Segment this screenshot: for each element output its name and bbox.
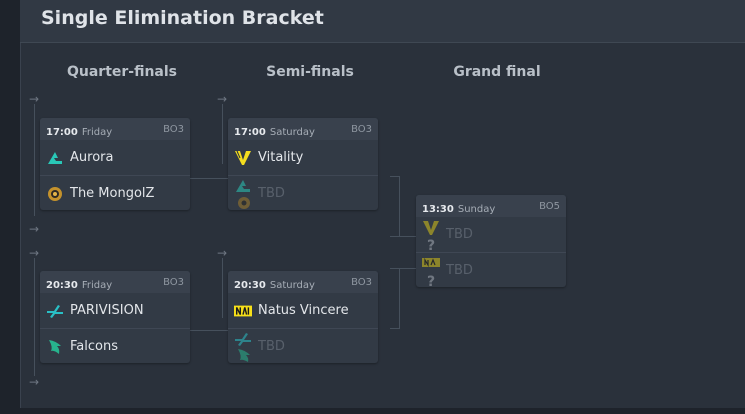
match-day: Saturday — [269, 126, 315, 138]
connector-line — [190, 178, 230, 179]
tbd-aurora-mongolz-icon — [234, 178, 252, 210]
connector-line — [390, 268, 400, 329]
match-format: BO5 — [539, 200, 560, 212]
team-row[interactable]: ? TBD — [416, 217, 566, 254]
team-row[interactable]: The MongolZ — [40, 175, 190, 210]
svg-text:?: ? — [427, 238, 435, 251]
match-time: 17:00 — [46, 126, 78, 138]
connector-line — [400, 236, 416, 237]
connector-line — [34, 258, 35, 376]
team-name: Aurora — [70, 150, 114, 165]
match-format: BO3 — [163, 123, 184, 135]
connector-line — [190, 330, 230, 331]
match-format: BO3 — [351, 123, 372, 135]
page-title: Single Elimination Bracket — [41, 7, 324, 29]
connector-line — [400, 268, 416, 269]
team-name: TBD — [446, 227, 473, 242]
connector-line — [222, 104, 223, 164]
panel-header — [20, 0, 745, 43]
match-day: Friday — [81, 279, 113, 291]
team-row[interactable]: Aurora — [40, 140, 190, 175]
team-name: Vitality — [258, 150, 304, 165]
stage-quarter-finals: Quarter-finals — [66, 64, 178, 80]
team-name: TBD — [446, 262, 473, 278]
match-time: 20:30 — [46, 279, 78, 291]
team-name: Falcons — [70, 338, 118, 354]
arrow-icon: → — [29, 246, 40, 260]
arrow-icon: → — [217, 246, 228, 260]
team-row[interactable]: Vitality — [228, 140, 378, 175]
arrow-icon: → — [217, 92, 228, 106]
falcons-logo-icon — [46, 338, 64, 356]
team-row[interactable]: Falcons — [40, 328, 190, 363]
team-row[interactable]: ? TBD — [416, 252, 566, 290]
svg-text:?: ? — [427, 274, 435, 287]
mongolz-logo-icon — [46, 185, 64, 203]
arrow-icon: → — [29, 222, 40, 236]
connector-line — [222, 258, 223, 318]
bottom-strip — [20, 408, 745, 414]
stage-grand-final: Grand final — [453, 64, 541, 80]
connector-line — [34, 104, 35, 216]
tbd-navi-icon: ? — [422, 255, 440, 290]
match-time: 13:30 — [422, 203, 454, 215]
team-name: TBD — [258, 185, 285, 201]
left-sidebar-strip — [0, 0, 20, 414]
match-time: 17:00 — [234, 126, 266, 138]
tbd-parivision-falcons-icon — [234, 331, 252, 363]
match-day: Saturday — [269, 279, 315, 291]
parivision-logo-icon — [46, 302, 64, 320]
arrow-icon: → — [29, 375, 40, 389]
team-name: The MongolZ — [70, 185, 155, 201]
team-name: TBD — [258, 338, 285, 354]
match-day: Friday — [81, 126, 113, 138]
team-row[interactable]: TBD — [228, 328, 378, 363]
team-name: Natus Vincere — [258, 303, 349, 318]
connector-line — [390, 176, 400, 237]
team-row[interactable]: TBD — [228, 175, 378, 210]
team-row[interactable]: Natus Vincere — [228, 293, 378, 328]
stage-semi-finals: Semi-finals — [266, 64, 354, 80]
team-name: PARIVISION — [70, 303, 144, 318]
aurora-logo-icon — [46, 149, 64, 167]
match-format: BO3 — [163, 276, 184, 288]
match-format: BO3 — [351, 276, 372, 288]
navi-logo-icon — [234, 302, 252, 320]
vitality-logo-icon — [234, 149, 252, 167]
match-time: 20:30 — [234, 279, 266, 291]
arrow-icon: → — [29, 92, 40, 106]
match-day: Sunday — [457, 203, 496, 215]
tbd-vitality-icon: ? — [422, 219, 440, 254]
team-row[interactable]: PARIVISION — [40, 293, 190, 328]
